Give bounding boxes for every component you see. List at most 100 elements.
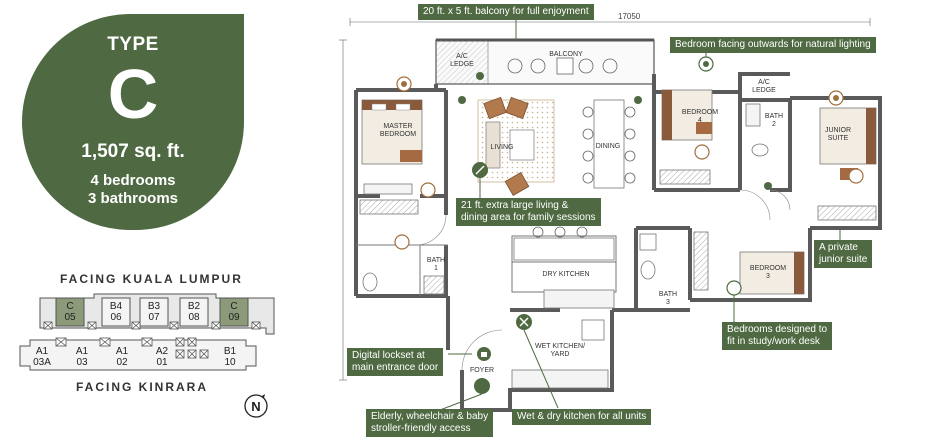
label-balcony: BALCONY — [549, 51, 583, 58]
key-plan: C 05 B4 06 B3 07 B2 08 C 09 A1 03A A1 03… — [19, 293, 275, 371]
bath-3-shower — [639, 233, 657, 251]
unit-label-top-1: C — [66, 301, 73, 312]
unit-b307 — [139, 297, 169, 327]
dimension-width-label: 17050 — [618, 12, 641, 21]
unit-label-bottom-1-num: 03A — [33, 357, 51, 368]
dry-kitchen-island — [513, 237, 615, 261]
bath-2-fixtures — [745, 103, 761, 127]
toilet-2 — [751, 143, 769, 157]
room-count: 4 bedrooms 3 bathrooms — [22, 172, 244, 208]
wet-kitchen-counter — [511, 369, 609, 389]
dry-kitchen-counter — [543, 289, 615, 309]
toilet-3 — [640, 260, 656, 280]
unit-label-bottom-2-num: 03 — [76, 357, 88, 368]
unit-label-bottom-4-num: 01 — [156, 357, 168, 368]
dimension-height — [339, 39, 347, 381]
unit-label-top-2: B4 — [110, 301, 123, 312]
unit-label-bottom-5-num: 10 — [224, 357, 236, 368]
balcony-seats — [507, 57, 618, 75]
unit-label-bottom-4: A2 — [156, 346, 169, 357]
kitchen-icon — [516, 314, 532, 330]
plant-icon — [458, 72, 772, 190]
bed-junior — [819, 107, 877, 180]
dining-table — [593, 99, 625, 189]
unit-label-top-1-num: 05 — [64, 312, 76, 323]
svg-text:N: N — [251, 399, 260, 414]
unit-b406 — [101, 297, 131, 327]
sun-icon — [698, 56, 714, 72]
sun-icon — [828, 90, 844, 106]
unit-label-top-3-num: 07 — [148, 312, 160, 323]
dimension-height-label: 11250 — [330, 203, 332, 225]
callout-access: Elderly, wheelchair & baby stroller-frie… — [366, 409, 494, 437]
armchair-3 — [504, 172, 530, 196]
unit-label-top-5: C — [230, 301, 237, 312]
callout-junior: A private junior suite — [814, 240, 873, 268]
unit-label-top-2-num: 06 — [110, 312, 122, 323]
dining-chairs — [582, 106, 636, 184]
walls — [354, 72, 882, 412]
expand-icon — [472, 162, 488, 178]
unit-label-top-3: B3 — [148, 301, 161, 312]
toilet-1 — [362, 272, 378, 292]
type-letter: C — [107, 55, 159, 133]
bedroom-count: 4 bedrooms — [90, 172, 176, 189]
dimension-width — [349, 18, 871, 26]
callout-living: 21 ft. extra large living & dining area … — [456, 198, 601, 226]
label-wet-kitchen: WET KITCHEN/YARD — [535, 343, 585, 358]
unit-label-top-4-num: 08 — [188, 312, 200, 323]
unit-label-bottom-3: A1 — [116, 346, 129, 357]
bath-1-shower — [423, 275, 445, 295]
bed-3 — [739, 251, 805, 295]
wardrobe-3 — [693, 231, 709, 291]
key-plan-bottom-block — [19, 337, 257, 371]
unit-label-bottom-2: A1 — [76, 346, 89, 357]
unit-area: 1,507 sq. ft. — [81, 141, 185, 162]
sun-icon — [396, 76, 412, 92]
bar-stools — [532, 226, 588, 238]
wardrobe-master — [359, 199, 419, 215]
unit-label-bottom-3-num: 02 — [116, 357, 128, 368]
callout-kitchen: Wet & dry kitchen for all units — [512, 409, 652, 425]
callout-balcony: 20 ft. x 5 ft. balcony for full enjoymen… — [418, 4, 594, 20]
unit-b208 — [179, 297, 209, 327]
door-swings — [415, 189, 791, 371]
study-icon — [420, 144, 864, 296]
unit-c05 — [55, 297, 85, 327]
armchair-1 — [483, 96, 507, 120]
unit-label-bottom-5: B1 — [224, 346, 237, 357]
callout-study: Bedrooms designed to fit in study/work d… — [722, 322, 833, 350]
unit-c09 — [219, 297, 249, 327]
facing-top-label: FACING KUALA LUMPUR — [60, 272, 243, 286]
unit-label-top-4: B2 — [188, 301, 201, 312]
armchair-2 — [505, 96, 529, 120]
callout-lockset: Digital lockset at main entrance door — [347, 348, 444, 376]
key-plan-top-block — [39, 293, 275, 335]
label-dry-kitchen: DRY KITCHEN — [542, 271, 589, 278]
lock-icon — [477, 347, 491, 361]
facing-bottom-label: FACING KINRARA — [76, 380, 208, 394]
type-label: TYPE — [107, 34, 159, 55]
label-dining: DINING — [596, 143, 621, 150]
coffee-table — [509, 129, 535, 161]
label-living: LIVING — [491, 144, 514, 151]
unit-label-bottom-1: A1 — [36, 346, 49, 357]
floor-plan: 17050 11250 — [330, 12, 882, 412]
callout-lighting: Bedroom facing outwards for natural ligh… — [670, 37, 876, 53]
wet-kitchen-sink — [581, 319, 605, 341]
compass-icon: N — [244, 394, 268, 418]
bathroom-count: 3 bathrooms — [87, 190, 178, 207]
wardrobe-4 — [659, 169, 711, 185]
sofa — [485, 121, 501, 169]
label-foyer: FOYER — [470, 367, 494, 374]
master-bed — [361, 99, 423, 165]
